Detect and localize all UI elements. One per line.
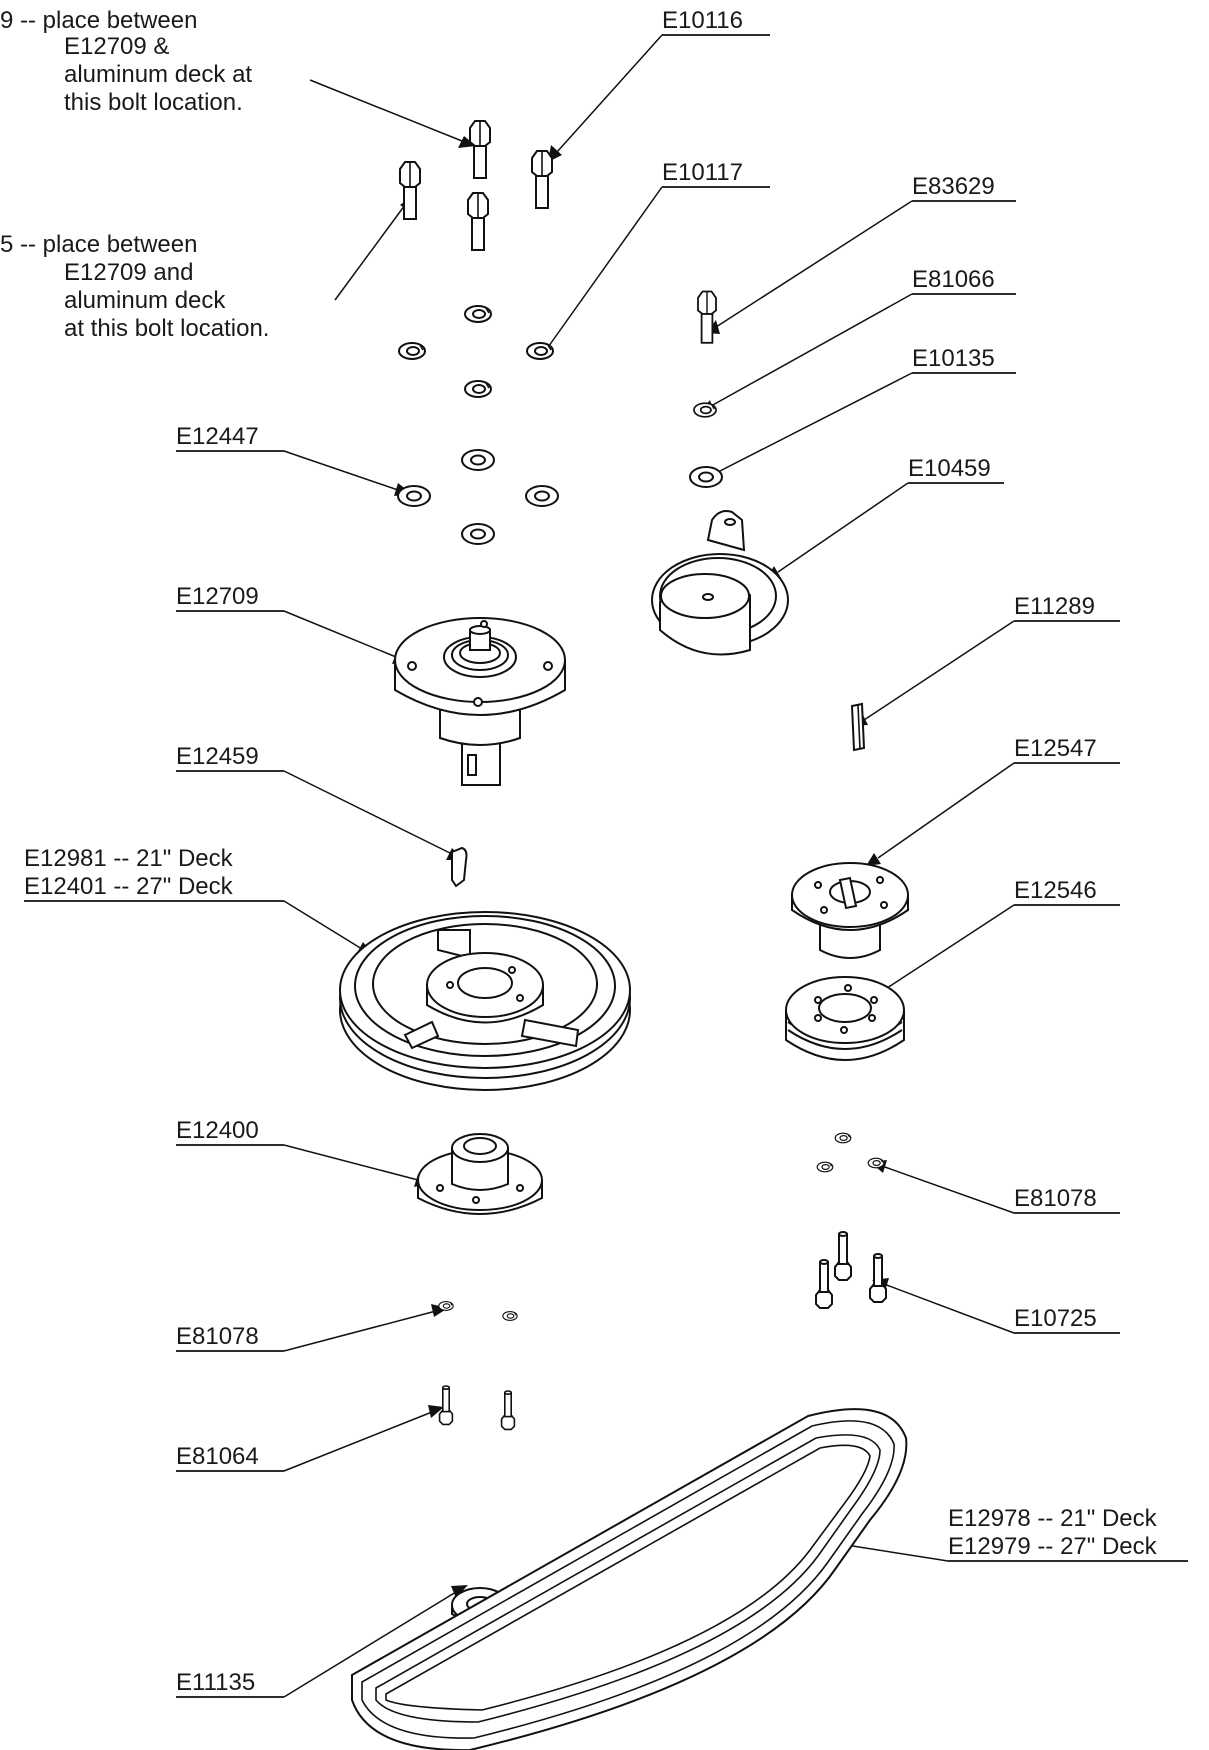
label-belt-27: E12979 -- 27" Deck: [948, 1533, 1158, 1560]
label-e10116: E10116: [662, 7, 743, 34]
label-e81066: E81066: [912, 266, 995, 293]
label-e12546: E12546: [1014, 877, 1097, 904]
idler-pulley-e10459: [651, 510, 789, 656]
label-e10725: E10725: [1014, 1305, 1097, 1332]
note-mid-line1: 5 -- place between: [0, 231, 197, 258]
label-e12459: E12459: [176, 743, 259, 770]
lock-washers-right: [816, 1132, 885, 1173]
key-e12459: [451, 846, 468, 888]
label-e12709: E12709: [176, 583, 259, 610]
lock-washers-top: [398, 305, 717, 418]
note-top-line2: E12709 &: [64, 33, 169, 60]
label-e83629: E83629: [912, 173, 995, 200]
note-mid-line3: aluminum deck: [64, 287, 226, 314]
label-e12400: E12400: [176, 1117, 259, 1144]
label-e12547: E12547: [1014, 735, 1097, 762]
note-top-line1: 9 -- place between: [0, 7, 197, 34]
bolts-e81064: [438, 1385, 516, 1431]
label-e12447: E12447: [176, 423, 259, 450]
bolts-e10725: [815, 1231, 887, 1309]
note-mid-line2: E12709 and: [64, 259, 193, 286]
note-mid-line4: at this bolt location.: [64, 315, 269, 342]
hub-e12547: [791, 862, 909, 959]
label-e10459: E10459: [908, 455, 991, 482]
label-e10135: E10135: [912, 345, 995, 372]
leader-arrowheads: [357, 136, 889, 1598]
note-mid: 5 -- place between E12709 and aluminum d…: [0, 231, 269, 342]
note-top-line3: aluminum deck at: [64, 61, 252, 88]
pulley-e12546: [785, 976, 905, 1061]
label-e11135: E11135: [176, 1669, 255, 1696]
label-e81078-right: E81078: [1014, 1185, 1097, 1212]
spindle-e12709: [394, 617, 566, 786]
key-e11289: [850, 702, 866, 752]
label-belt-21: E12978 -- 21" Deck: [948, 1505, 1158, 1532]
label-pulley-27: E12401 -- 27" Deck: [24, 873, 234, 900]
label-e11289: E11289: [1014, 593, 1095, 620]
leader-lines: [283, 34, 1015, 1698]
belt-e12978-e12979: [351, 1408, 908, 1750]
label-pulley-21: E12981 -- 21" Deck: [24, 845, 234, 872]
label-e81064: E81064: [176, 1443, 259, 1470]
note-top-line4: this bolt location.: [64, 89, 243, 116]
label-e81078-left: E81078: [176, 1323, 259, 1350]
lock-washers-left: [438, 1301, 518, 1321]
note-top: 9 -- place between E12709 & aluminum dec…: [0, 7, 252, 116]
hub-e12400: [417, 1133, 543, 1215]
flat-washers: [397, 449, 723, 545]
label-e10117: E10117: [662, 159, 743, 186]
drive-pulley-e12981-e12401: [339, 911, 631, 1091]
